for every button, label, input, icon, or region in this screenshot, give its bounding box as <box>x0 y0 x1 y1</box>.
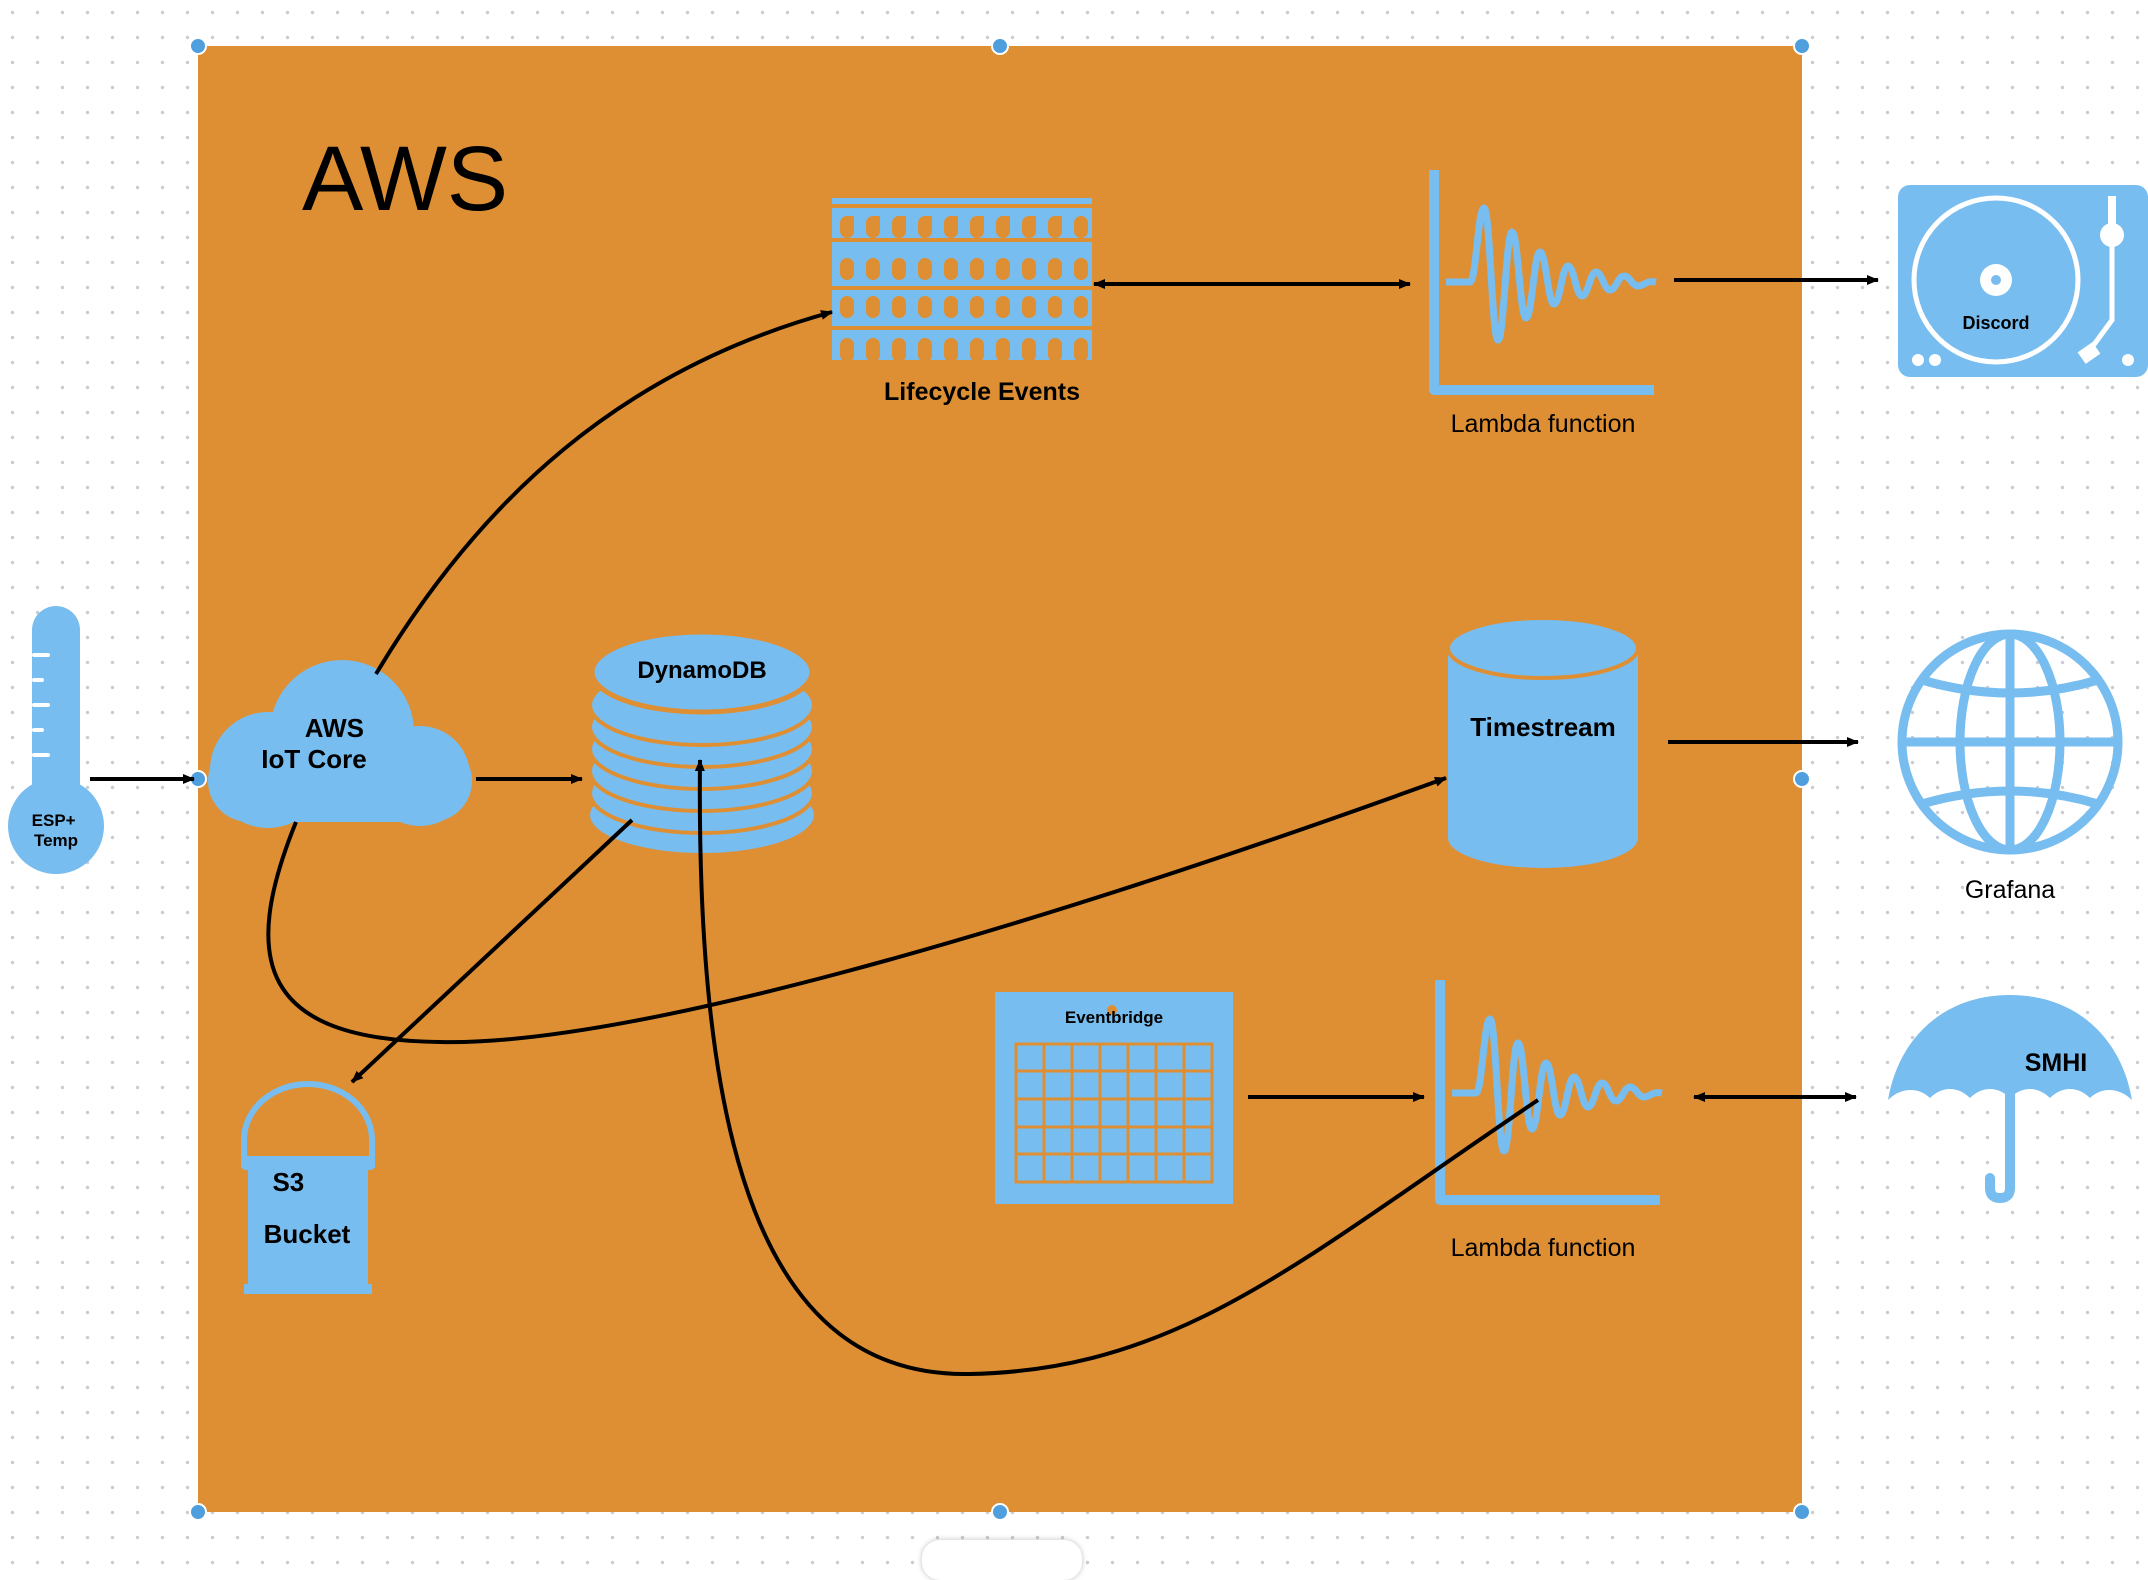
thermometer-icon <box>8 606 104 874</box>
handle-top-left[interactable] <box>189 37 207 55</box>
umbrella-icon <box>1888 995 2132 1100</box>
lambda-bottom-node[interactable]: Lambda function <box>1435 980 1663 1262</box>
globe-icon <box>1897 629 2123 855</box>
cylinder-icon <box>1446 616 1640 868</box>
lambda-top-node[interactable]: Lambda function <box>1429 170 1657 438</box>
calendar-icon <box>995 992 1233 1204</box>
timestream-label: Timestream <box>1470 712 1616 742</box>
handle-bottom-center[interactable] <box>991 1503 1009 1521</box>
smhi-node[interactable]: SMHI <box>1888 995 2132 1204</box>
handle-top-center[interactable] <box>991 37 1009 55</box>
thermometer-label-line1: ESP+ <box>32 811 76 830</box>
handle-bottom-right[interactable] <box>1793 1503 1811 1521</box>
s3-node[interactable]: S3 Bucket <box>241 1081 375 1294</box>
iot-core-label-line2: IoT Core <box>261 744 366 774</box>
smhi-label: SMHI <box>2025 1049 2088 1077</box>
discord-label: Discord <box>1962 313 2029 333</box>
eventbridge-label: Eventbridge <box>1065 1008 1163 1027</box>
arrow-dynamodb-to-s3[interactable] <box>350 818 634 1084</box>
arrow-iot-to-timestream[interactable] <box>266 776 1447 1045</box>
s3-label-line2: Bucket <box>264 1219 351 1249</box>
arrow-iot-to-lifecycle[interactable] <box>374 310 833 676</box>
svg-text:S3 Bucket: S3 Bucket <box>264 1167 351 1249</box>
lambda-top-label: Lambda function <box>1451 410 1636 438</box>
frame-title: AWS <box>302 128 508 230</box>
s3-label-line1: S3 <box>272 1167 304 1197</box>
svg-text:ESP+ Temp: ESP+ Temp <box>32 811 81 850</box>
dynamodb-node[interactable]: DynamoDB <box>586 629 818 857</box>
discord-node[interactable]: Discord <box>1898 185 2148 377</box>
database-stack-icon <box>586 629 818 857</box>
cloud-icon <box>208 660 472 828</box>
colosseum-icon <box>832 198 1092 362</box>
lifecycle-node[interactable]: Lifecycle Events <box>832 198 1092 406</box>
lifecycle-label: Lifecycle Events <box>884 378 1080 406</box>
waveform-chart-icon <box>1435 980 1663 1205</box>
iot-core-node[interactable]: AWS IoT Core <box>208 660 472 828</box>
waveform-chart-icon <box>1429 170 1657 395</box>
handle-bottom-left[interactable] <box>189 1503 207 1521</box>
handle-middle-right[interactable] <box>1793 770 1811 788</box>
grafana-label: Grafana <box>1965 876 2055 904</box>
arrow-lambda-to-dynamodb[interactable] <box>694 759 1540 1377</box>
timestream-node[interactable]: Timestream <box>1446 616 1640 868</box>
paint-bucket-icon <box>241 1081 375 1294</box>
eventbridge-node[interactable]: Eventbridge <box>995 992 1233 1204</box>
handle-top-right[interactable] <box>1793 37 1811 55</box>
dynamodb-label: DynamoDB <box>637 657 766 684</box>
thermometer-node[interactable]: ESP+ Temp <box>8 606 104 874</box>
turntable-icon <box>1898 185 2148 377</box>
grafana-node[interactable]: Grafana <box>1897 629 2123 904</box>
lambda-bottom-label: Lambda function <box>1451 1234 1636 1262</box>
connectors <box>90 275 1879 1377</box>
bottom-toolbar-tab[interactable] <box>922 1540 1082 1580</box>
svg-text:AWS IoT Core: AWS IoT Core <box>261 713 371 774</box>
thermometer-label-line2: Temp <box>34 831 78 850</box>
iot-core-label-line1: AWS <box>305 713 364 743</box>
